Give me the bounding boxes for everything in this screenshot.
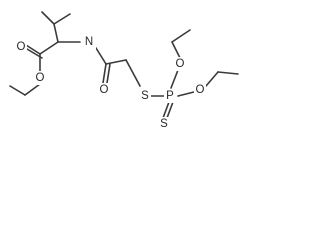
bond-methyl-right xyxy=(53,13,71,25)
molecule-diagram: O O N O S P O O S xyxy=(9,11,239,131)
bond-n-amide-carbon xyxy=(95,47,107,65)
atom-ethoxy-o-upper: O xyxy=(176,58,185,70)
bond-o-right-ch2 xyxy=(205,71,219,87)
atom-label-layer: O O N O S P O O S xyxy=(15,35,206,131)
atom-thioether-s: S xyxy=(141,90,149,102)
bond-alpha-ester-carbon xyxy=(39,41,59,55)
bond-p-thiono-double-a xyxy=(162,101,170,119)
atom-amide-carbonyl-o: O xyxy=(100,84,109,96)
atom-amide-n: N xyxy=(85,36,93,48)
bond-o-upper-ch3 xyxy=(171,29,191,43)
atom-ethoxy-o-right: O xyxy=(196,84,205,96)
atom-ester-o: O xyxy=(36,72,45,84)
bond-layer xyxy=(9,11,239,119)
atom-thiono-s: S xyxy=(160,118,168,130)
bond-amide-ch2 xyxy=(105,59,127,65)
bond-ch2-s xyxy=(125,59,141,87)
bond-p-o-upper xyxy=(170,69,179,89)
bond-o-right-ch3 xyxy=(217,71,239,75)
bond-p-o-right xyxy=(177,91,195,97)
bond-ester-carbonyl-double-a xyxy=(25,44,41,55)
bond-methyl-left xyxy=(41,11,55,25)
bond-ethyl-ch2 xyxy=(24,83,41,96)
atom-phosphorus: P xyxy=(166,90,174,102)
bond-o-upper-ch2 xyxy=(171,41,181,59)
atom-ester-carbonyl-o: O xyxy=(17,41,26,53)
bond-ethyl-ch3 xyxy=(9,85,26,96)
bond-amide-carbonyl-double-a xyxy=(102,63,107,84)
bond-isopropyl-alpha xyxy=(53,23,59,43)
bond-amide-carbonyl-double-b xyxy=(106,63,111,84)
bond-p-thiono-double-b xyxy=(166,101,174,119)
